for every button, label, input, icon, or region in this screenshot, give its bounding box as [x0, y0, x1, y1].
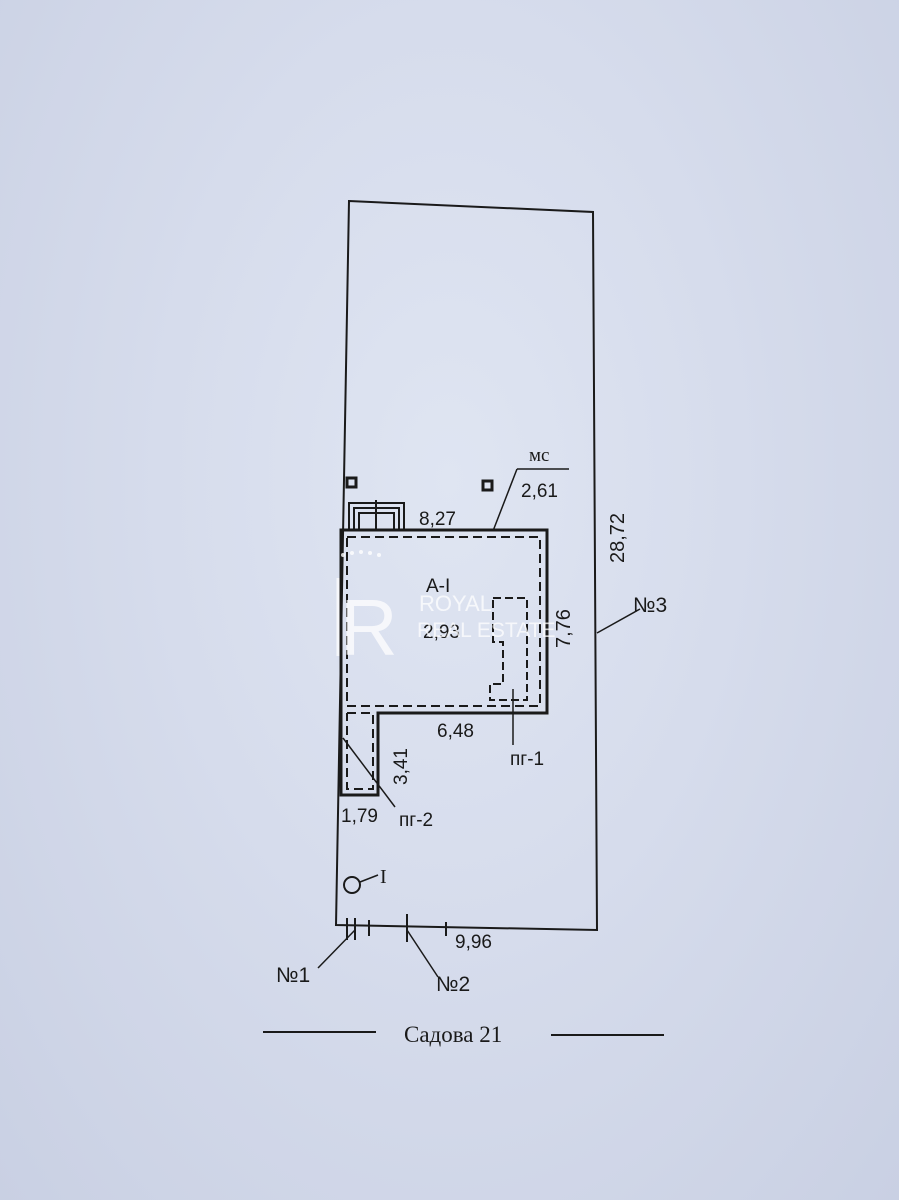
- corner-marker-right: [481, 479, 494, 492]
- ms-value-label: 2,61: [521, 481, 558, 502]
- street-name: Садова 21: [404, 1022, 502, 1047]
- point-n3-label: №3: [633, 594, 667, 617]
- porch-steps: [348, 500, 405, 531]
- well-symbol: [343, 876, 361, 894]
- corner-marker-left: [345, 476, 358, 489]
- back-width-label: 6,48: [437, 721, 474, 742]
- ms-label: мс: [529, 445, 549, 466]
- point-n2-label: №2: [436, 973, 470, 996]
- annex-width-label: 1,79: [341, 806, 378, 827]
- watermark-line2: REAL ESTATE: [417, 619, 555, 642]
- watermark-stars-icon: [341, 550, 381, 557]
- annex-inner-dashed: [346, 712, 374, 790]
- porch-pg2-label: пг-2: [399, 810, 433, 831]
- porch-pg1-outline: [489, 597, 528, 701]
- building-letter-label: А-І: [426, 576, 450, 597]
- front-width-label: 9,96: [455, 932, 492, 953]
- annex-length-label: 3,41: [391, 748, 412, 785]
- watermark-line1: ROYAL: [419, 591, 492, 616]
- building-inner-dashed: [346, 536, 541, 707]
- boundary-ticks: [346, 914, 447, 942]
- watermark-monogram: R: [340, 583, 398, 672]
- building-outline: [339, 528, 549, 797]
- building-area-label: 2,93: [423, 622, 460, 643]
- porch-pg1-label: пг-1: [510, 749, 544, 770]
- well-label: І: [380, 866, 387, 888]
- side-length-label: 28,72: [607, 513, 629, 563]
- building-width-label: 8,27: [419, 509, 456, 530]
- watermark: R ROYAL REAL ESTATE: [336, 550, 555, 672]
- point-n1-label: №1: [276, 964, 310, 987]
- building-depth-label: 7,76: [553, 609, 575, 648]
